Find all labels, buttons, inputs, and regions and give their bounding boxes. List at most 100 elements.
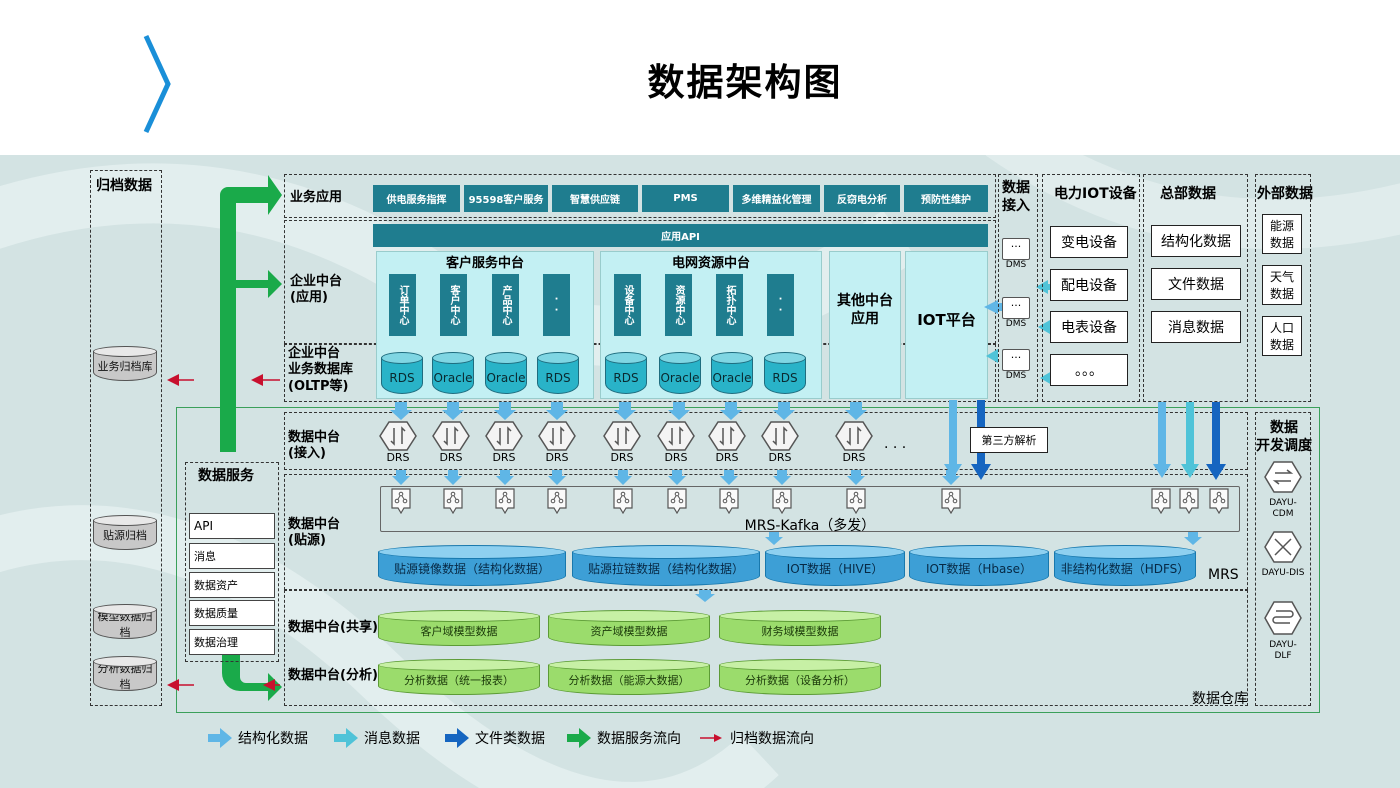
business-app: 反窃电分析: [824, 185, 900, 212]
data-access-title: 数据 接入: [1002, 180, 1030, 214]
layer-label-ingest: 数据中台 (接入): [288, 430, 341, 462]
hq-data-item: 消息数据: [1151, 311, 1241, 343]
kafka-topic-icon: [1208, 488, 1230, 515]
database-cylinder: RDS: [537, 352, 579, 396]
message-arrow-icon: [334, 728, 358, 748]
drs-icon: DRS: [707, 420, 747, 466]
iot-platform-title: IOT平台: [917, 311, 976, 329]
power-iot-panel: [1042, 174, 1140, 402]
other-center-panel: [829, 251, 901, 399]
kafka-topic-icon: [845, 488, 867, 515]
shared-model-store: 财务域模型数据: [719, 610, 881, 646]
chevron-right-icon: [143, 34, 171, 134]
layer-ingest: [284, 412, 1248, 470]
archive-title: 归档数据: [96, 178, 152, 194]
hq-data-panel: [1143, 174, 1248, 402]
hq-data-title: 总部数据: [1160, 186, 1216, 202]
center-tile: ··: [767, 274, 794, 336]
kafka-topic-icon: [390, 488, 412, 515]
service-arrow-icon: [567, 728, 591, 748]
archive-cylinder: 贴源归档: [93, 515, 157, 555]
legend-archive: 归档数据流向: [700, 728, 814, 748]
layer-label-source: 数据中台 (贴源): [288, 517, 341, 549]
data-service-panel: [185, 462, 279, 662]
business-app: 供电服务指挥: [373, 185, 460, 212]
other-center-title: 其他中台 应用: [837, 293, 893, 327]
dms-icon: ···DMS: [1001, 297, 1031, 339]
center-tile: 拓扑中心: [716, 274, 743, 336]
kafka-topic-icon: [771, 488, 793, 515]
database-cylinder: Oracle: [485, 352, 527, 396]
external-data-item: 能源 数据: [1262, 214, 1302, 254]
power-iot-item: 。。。: [1050, 354, 1128, 386]
dayu-dis-icon: DAYU-DIS: [1260, 530, 1306, 579]
page-title: 数据架构图: [647, 61, 843, 104]
app-api-bar: 应用API: [373, 224, 988, 247]
database-cylinder: RDS: [764, 352, 806, 396]
hq-data-item: 结构化数据: [1151, 225, 1241, 257]
center-tile: ··: [543, 274, 570, 336]
data-service-item: 数据资产: [189, 572, 275, 598]
drs-ellipsis-text: · · ·: [884, 440, 907, 456]
database-cylinder: RDS: [381, 352, 423, 396]
layer-shared-analysis: [284, 590, 1248, 706]
mrs-store: 非结构化数据（HDFS）: [1054, 545, 1196, 587]
external-data-title: 外部数据: [1257, 186, 1313, 202]
dms-icon: ···DMS: [1001, 349, 1031, 391]
drs-icon: DRS: [602, 420, 642, 466]
drs-icon: DRS: [431, 420, 471, 466]
grid-center-title: 电网资源中台: [671, 256, 750, 271]
data-access-panel: [998, 174, 1038, 402]
legend-message: 消息数据: [334, 728, 420, 748]
layer-label-business: 业务应用: [290, 190, 343, 205]
business-app: 预防性维护: [904, 185, 988, 212]
structured-arrows: [390, 300, 1202, 602]
archive-arrow-icon: [700, 734, 722, 742]
power-iot-item: 电表设备: [1050, 311, 1128, 343]
kafka-topic-icon: [718, 488, 740, 515]
center-tile: 产品中心: [492, 274, 519, 336]
layer-business: [284, 174, 996, 218]
archive-label: 业务归档库: [93, 351, 157, 381]
kafka-topic-icon: [1150, 488, 1172, 515]
center-tile: 客户中心: [440, 274, 467, 336]
header: 数据架构图: [0, 0, 1400, 155]
power-iot-title: 电力IOT设备: [1054, 186, 1137, 202]
kafka-topic-icon: [442, 488, 464, 515]
center-tile: 资源中心: [665, 274, 692, 336]
third-party-parse-box: 第三方解析: [970, 427, 1048, 453]
shared-model-store: 客户域模型数据: [378, 610, 540, 646]
archive-cylinder: 模型数据归档: [93, 604, 157, 644]
analysis-store: 分析数据（设备分析）: [719, 659, 881, 695]
kafka-topic-icon: [1178, 488, 1200, 515]
layer-label-analysis: 数据中台(分析): [288, 668, 378, 683]
drs-icon: DRS: [834, 420, 874, 466]
layer-source: [284, 474, 1248, 590]
external-data-item: 人口 数据: [1262, 316, 1302, 356]
archive-cylinder: 分析数据归档: [93, 656, 157, 696]
drs-icon: DRS: [378, 420, 418, 466]
layer-label-enterprise-app: 企业中台 (应用): [290, 274, 343, 306]
kafka-topic-icon: [940, 488, 962, 515]
structured-arrow-icon: [208, 728, 232, 748]
drs-icon: DRS: [656, 420, 696, 466]
kafka-bar: [380, 486, 1240, 532]
data-service-item: 数据治理: [189, 629, 275, 655]
drs-icon: DRS: [760, 420, 800, 466]
mrs-store: 贴源镜像数据（结构化数据）: [378, 545, 566, 587]
business-app: PMS: [642, 185, 729, 212]
center-tile: 订单中心: [389, 274, 416, 336]
database-cylinder: Oracle: [711, 352, 753, 396]
dayu-dlf-icon: DAYU- DLF: [1260, 600, 1306, 662]
archive-arrows: [167, 374, 280, 691]
archive-label: 贴源归档: [93, 520, 157, 550]
power-iot-item: 配电设备: [1050, 269, 1128, 301]
drs-icon: DRS: [537, 420, 577, 466]
kafka-topic-icon: [546, 488, 568, 515]
database-cylinder: Oracle: [432, 352, 474, 396]
analysis-store: 分析数据（统一报表）: [378, 659, 540, 695]
power-iot-item: 变电设备: [1050, 226, 1128, 258]
mrs-store: IOT数据（Hbase）: [909, 545, 1049, 587]
iot-platform-panel: [905, 251, 988, 399]
scheduling-title: 数据 开发调度: [1256, 420, 1312, 454]
